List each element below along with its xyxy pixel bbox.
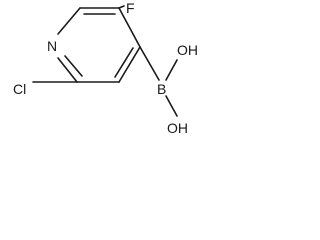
atom-label-fluorine: F bbox=[126, 0, 135, 16]
bond-c4-b bbox=[139, 46, 160, 81]
bond-b-oh-top bbox=[165, 59, 178, 81]
bond-c4-c3-inner bbox=[114, 47, 134, 78]
bond-c2-n1-inner bbox=[64, 55, 83, 77]
atom-label-nitrogen: N bbox=[47, 38, 57, 54]
atom-label-boron: B bbox=[157, 81, 166, 97]
atom-label-hydroxyl-top: OH bbox=[177, 42, 198, 58]
structure-canvas: N F Cl B OH OH bbox=[0, 0, 206, 138]
bond-c5-c4 bbox=[118, 7, 141, 48]
bond-b-oh-bottom bbox=[165, 95, 178, 117]
bond-c2-n1-outer bbox=[57, 57, 78, 83]
chemical-structure-diagram: N F Cl B OH OH bbox=[13, 0, 198, 136]
atom-label-chlorine: Cl bbox=[13, 81, 26, 97]
atom-label-hydroxyl-bottom: OH bbox=[167, 120, 188, 136]
bond-c5-f bbox=[118, 5, 125, 9]
bond-n1-c6 bbox=[57, 7, 81, 35]
bond-c4-c3-outer bbox=[118, 46, 141, 83]
